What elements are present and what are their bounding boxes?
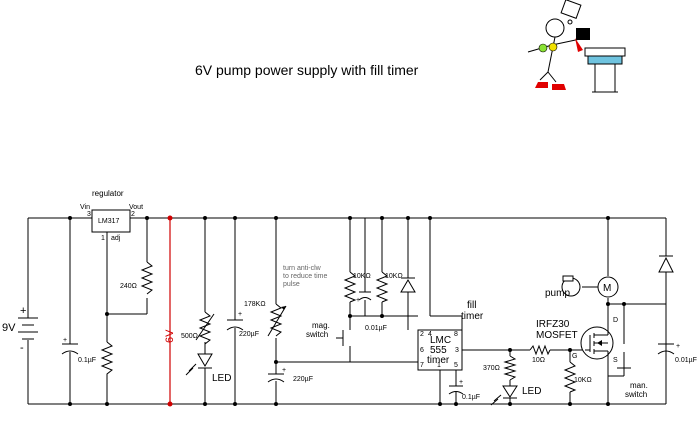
manual-switch: man. switch	[617, 360, 650, 399]
diode-right	[658, 255, 674, 273]
junction-dots	[68, 216, 626, 406]
pin3-label: 3	[87, 211, 91, 218]
resistor-370: 370Ω	[483, 355, 517, 381]
potentiometer-178k: turn anti-clw to reduce time pulse 178KΩ	[244, 265, 329, 337]
man-switch-label: man. switch	[625, 381, 650, 399]
cap-220b-plus: +	[282, 367, 286, 374]
led1-label: LED	[212, 373, 231, 384]
cap-001-label: 0.01µF	[365, 325, 387, 332]
led-1: LED	[185, 353, 231, 384]
capacitor-input: + 0.1µF	[61, 337, 96, 364]
ic-pin-8: 8	[454, 331, 458, 338]
res-10kb-label: 10KΩ	[385, 273, 403, 280]
rail-6v: 6V	[164, 215, 176, 407]
ic-pin-2: 2	[420, 331, 424, 338]
res-240-label: 240Ω	[120, 283, 137, 290]
motor-pump: M pump	[545, 275, 619, 299]
cap-input-plus: +	[63, 337, 67, 344]
led-2: LED	[490, 385, 541, 406]
cap-220a-plus: +	[238, 311, 242, 318]
capacitor-001-b: + 0.01µF	[657, 343, 697, 364]
res-500-label: 500Ω	[181, 333, 198, 340]
res-370-label: 370Ω	[483, 365, 500, 372]
ic-pin-3: 3	[455, 347, 459, 354]
resistor-adj	[100, 341, 114, 378]
cap-01b-plus: +	[459, 379, 463, 386]
pump-cartoon-illustration	[527, 0, 626, 93]
capacitor-001: + 0.01µF	[356, 291, 387, 332]
res-10kc-label: 10KΩ	[574, 377, 592, 384]
resistor-10k-a: 10KΩ	[343, 271, 371, 303]
vin-label: Vin	[80, 204, 90, 211]
ic-pin-6: 6	[420, 347, 424, 354]
cap-01b-label: 0.1µF	[462, 394, 480, 401]
ic-pin-5: 5	[454, 362, 458, 369]
diode-top	[400, 277, 416, 293]
ic-pin-4: 4	[428, 331, 432, 338]
ic-555-label: 555	[430, 345, 447, 356]
resistor-10: 10Ω	[529, 344, 551, 364]
ic-timer-label: timer	[427, 355, 450, 366]
pin1-label: 1	[101, 235, 105, 242]
cap-001b-label: 0.01µF	[675, 357, 697, 364]
pin2-label: 2	[131, 211, 135, 218]
mosfet-name-label: IRFZ30	[536, 319, 570, 330]
cap-220a-label: 220µF	[239, 331, 259, 338]
res-178k-label: 178KΩ	[244, 301, 266, 308]
ic-lmc-label: LMC	[430, 335, 451, 346]
mag-switch-label: mag. switch	[306, 321, 332, 339]
res-10ka-label: 10KΩ	[353, 273, 371, 280]
resistor-10k-c: 10KΩ G	[563, 353, 592, 393]
ic-pin-7: 7	[420, 362, 424, 369]
motor-label: M	[603, 283, 611, 294]
led2-label: LED	[522, 386, 541, 397]
wiring	[27, 217, 667, 405]
cap-001-plus: +	[356, 297, 360, 304]
battery-minus-sign: -	[20, 342, 24, 354]
mag-switch: mag. switch	[306, 321, 344, 346]
cap-220b-label: 220µF	[293, 376, 313, 383]
diagram-title: 6V pump power supply with fill timer	[195, 62, 419, 78]
trim-note: turn anti-clw to reduce time pulse	[283, 265, 329, 288]
regulator-label: regulator	[92, 189, 124, 198]
regulator-lm317: regulator LM317 Vin Vout 3 2 1 adj	[80, 189, 143, 242]
rail-6v-label: 6V	[164, 329, 176, 343]
fill-timer-label: fill timer	[461, 300, 484, 322]
resistor-500: 500Ω	[181, 311, 215, 345]
cap-001b-plus: +	[676, 343, 680, 350]
drain-label: D	[613, 317, 618, 324]
resistor-240: 240Ω	[120, 261, 154, 295]
capacitor-01-b: + 0.1µF	[448, 379, 480, 401]
battery-plus-sign: +	[20, 305, 26, 317]
vout-label: Vout	[129, 204, 143, 211]
timer-ic-555: fill timer LMC 555 timer 2 4 8 6 3 7 1 5	[417, 300, 484, 371]
battery-voltage-label: 9V	[2, 322, 16, 334]
adj-label: adj	[111, 235, 121, 242]
battery-9v: 9V + -	[2, 305, 38, 354]
lm317-label: LM317	[98, 218, 120, 225]
cap-input-label: 0.1µF	[78, 357, 96, 364]
resistor-10k-b: 10KΩ	[375, 271, 403, 303]
mosfet-label: MOSFET	[536, 330, 578, 341]
ic-pin-1: 1	[437, 362, 441, 369]
pump-label: pump	[545, 288, 570, 299]
capacitor-220-a: + 220µF	[226, 311, 259, 338]
capacitor-220-b: + 220µF	[267, 367, 313, 383]
mosfet-irfz30: IRFZ30 MOSFET D S	[536, 317, 618, 365]
res-10-label: 10Ω	[532, 357, 545, 364]
source-label: S	[613, 357, 618, 364]
gate-label: G	[572, 353, 577, 360]
